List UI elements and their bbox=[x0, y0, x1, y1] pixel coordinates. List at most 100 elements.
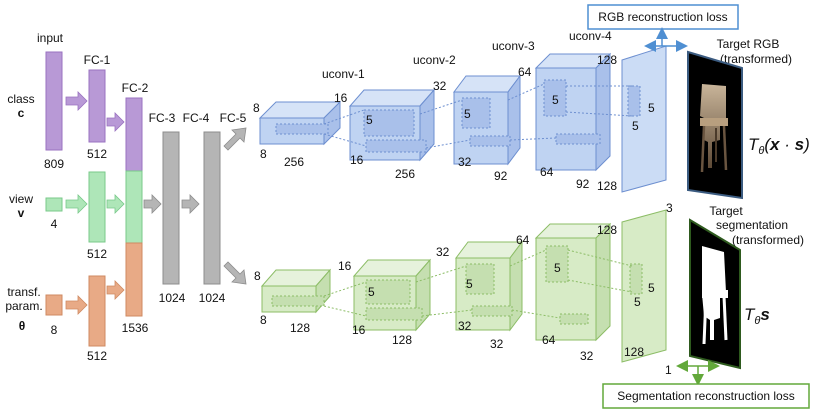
seg-l1-w: 128 bbox=[392, 333, 412, 347]
view-symbol: v bbox=[18, 206, 25, 220]
view-input-bar bbox=[45, 197, 63, 212]
fc1-transf-bar bbox=[88, 275, 106, 347]
rgb-uconv2-h: 32 bbox=[433, 79, 447, 93]
seg-l3-k2: 5 bbox=[634, 295, 641, 309]
seg-l2-w: 32 bbox=[490, 337, 504, 351]
seg-l1-d: 16 bbox=[352, 323, 366, 337]
seg-conn-b3-b4-b bbox=[567, 279, 633, 293]
seg-l3-w: 32 bbox=[580, 349, 594, 363]
rgb-uconv2-block bbox=[453, 74, 521, 166]
fc2-dim: 1536 bbox=[122, 321, 149, 335]
target-rgb-formula: Tθ(x · s) bbox=[748, 135, 810, 157]
rgb-b0-d: 8 bbox=[260, 147, 267, 161]
seg-block-0 bbox=[260, 268, 332, 314]
fc1-label: FC-1 bbox=[84, 53, 111, 67]
seg-l3-d: 64 bbox=[542, 333, 556, 347]
seg-conn-b2-b3-b bbox=[511, 309, 561, 319]
target-seg-title-3: (transformed) bbox=[732, 233, 804, 247]
fc1-class-dim: 512 bbox=[87, 147, 107, 161]
target-seg-image bbox=[689, 218, 741, 370]
arrow-fc4-rgb-branch bbox=[223, 127, 247, 151]
seg-l1-h: 16 bbox=[338, 259, 352, 273]
target-rgb-image bbox=[687, 50, 743, 200]
rgb-uconv3-k: 5 bbox=[552, 93, 559, 107]
seg-l1-k: 5 bbox=[368, 285, 375, 299]
rgb-block-0 bbox=[258, 100, 342, 146]
seg-loss-box bbox=[602, 383, 810, 409]
rgb-uconv4-d: 128 bbox=[597, 179, 617, 193]
rgb-uconv4-label: uconv-4 bbox=[569, 29, 612, 43]
arrow-fc3-fc4 bbox=[181, 194, 200, 214]
fc1-view-bar bbox=[88, 171, 106, 243]
fc2-transf-segment bbox=[125, 242, 143, 317]
seg-l3-h: 64 bbox=[516, 233, 530, 247]
seg-l4-d: 128 bbox=[624, 345, 644, 359]
rgb-uconv2-w: 92 bbox=[494, 169, 508, 183]
target-rgb-title: Target RGB bbox=[717, 37, 780, 51]
fc4-bar bbox=[203, 131, 221, 285]
seg-l3-k: 5 bbox=[554, 261, 561, 275]
seg-b0-d: 8 bbox=[260, 313, 267, 327]
seg-conn-b1-b2-a bbox=[415, 265, 467, 283]
arrow-transf-fc1 bbox=[65, 295, 88, 315]
rgb-uconv3-w: 92 bbox=[576, 177, 590, 191]
seg-l4-w: 1 bbox=[665, 363, 672, 377]
fc1-transf-dim: 512 bbox=[87, 349, 107, 363]
transf-label-1: transf. bbox=[7, 285, 40, 299]
seg-block-1 bbox=[352, 258, 432, 332]
fc4-dim: 1024 bbox=[199, 291, 226, 305]
rgb-uconv4-h: 128 bbox=[597, 53, 617, 67]
arrow-fc1-fc2-view bbox=[106, 194, 125, 214]
rgb-uconv1-d: 16 bbox=[350, 153, 364, 167]
rgb-uconv3-label: uconv-3 bbox=[492, 39, 535, 53]
fc2-class-segment bbox=[125, 97, 143, 172]
rgb-uconv4-k: 5 bbox=[648, 101, 655, 115]
view-label: view bbox=[9, 192, 33, 206]
class-symbol: c bbox=[18, 106, 25, 120]
seg-block-2 bbox=[455, 240, 523, 332]
seg-l4-h: 128 bbox=[597, 223, 617, 237]
class-label: class bbox=[7, 92, 34, 106]
transf-dim: 8 bbox=[51, 323, 58, 337]
seg-conn-b3-b4-a bbox=[567, 249, 633, 267]
rgb-uconv3-h: 64 bbox=[518, 65, 532, 79]
fc2-view-segment bbox=[125, 170, 143, 244]
rgb-b0-w: 256 bbox=[284, 155, 304, 169]
fc3-bar bbox=[162, 131, 180, 285]
fc2-label: FC-2 bbox=[122, 81, 149, 95]
arrow-fc1-fc2-transf bbox=[106, 280, 125, 300]
seg-block-4 bbox=[621, 209, 667, 363]
arrow-fc4-seg-branch bbox=[223, 261, 247, 285]
seg-conn-b0-b1-a bbox=[323, 281, 367, 297]
seg-b0-w: 128 bbox=[290, 321, 310, 335]
rgb-uconv4-block bbox=[621, 45, 667, 193]
fc3-label: FC-3 bbox=[149, 111, 176, 125]
rgb-uconv1-w: 256 bbox=[395, 167, 415, 181]
rgb-b0-h: 8 bbox=[253, 101, 260, 115]
rgb-loss-box bbox=[587, 4, 739, 30]
seg-l4-k: 5 bbox=[648, 281, 655, 295]
rgb-uconv1-k: 5 bbox=[366, 113, 373, 127]
target-seg-formula: Tθs bbox=[744, 305, 770, 327]
rgb-loss-text: RGB reconstruction loss bbox=[598, 10, 727, 24]
seg-l2-k: 5 bbox=[466, 277, 473, 291]
seg-block-3 bbox=[534, 222, 612, 342]
fc1-class-bar bbox=[88, 69, 106, 143]
rgb-conn-u3-u4-b bbox=[565, 111, 633, 117]
rgb-uconv1-block bbox=[348, 88, 436, 162]
rgb-conn-b0-u1-b bbox=[323, 133, 367, 147]
seg-conn-b2-b3-a bbox=[509, 249, 547, 267]
rgb-conn-b0-u1-a bbox=[323, 109, 365, 125]
rgb-uconv3-d: 64 bbox=[540, 165, 554, 179]
rgb-uconv2-k: 5 bbox=[464, 107, 471, 121]
arrow-fc1-fc2-class bbox=[106, 112, 125, 132]
seg-l2-d: 32 bbox=[458, 319, 472, 333]
rgb-uconv1-h: 16 bbox=[334, 91, 348, 105]
fc1-view-dim: 512 bbox=[87, 247, 107, 261]
rgb-uconv2-d: 32 bbox=[458, 155, 472, 169]
seg-b0-h: 8 bbox=[254, 269, 261, 283]
rgb-uconv3-block bbox=[534, 52, 612, 172]
rgb-conn-u2-u3-a bbox=[507, 83, 545, 101]
transf-label-2: param. bbox=[5, 299, 42, 313]
seg-conn-b0-b1-b bbox=[323, 305, 367, 317]
